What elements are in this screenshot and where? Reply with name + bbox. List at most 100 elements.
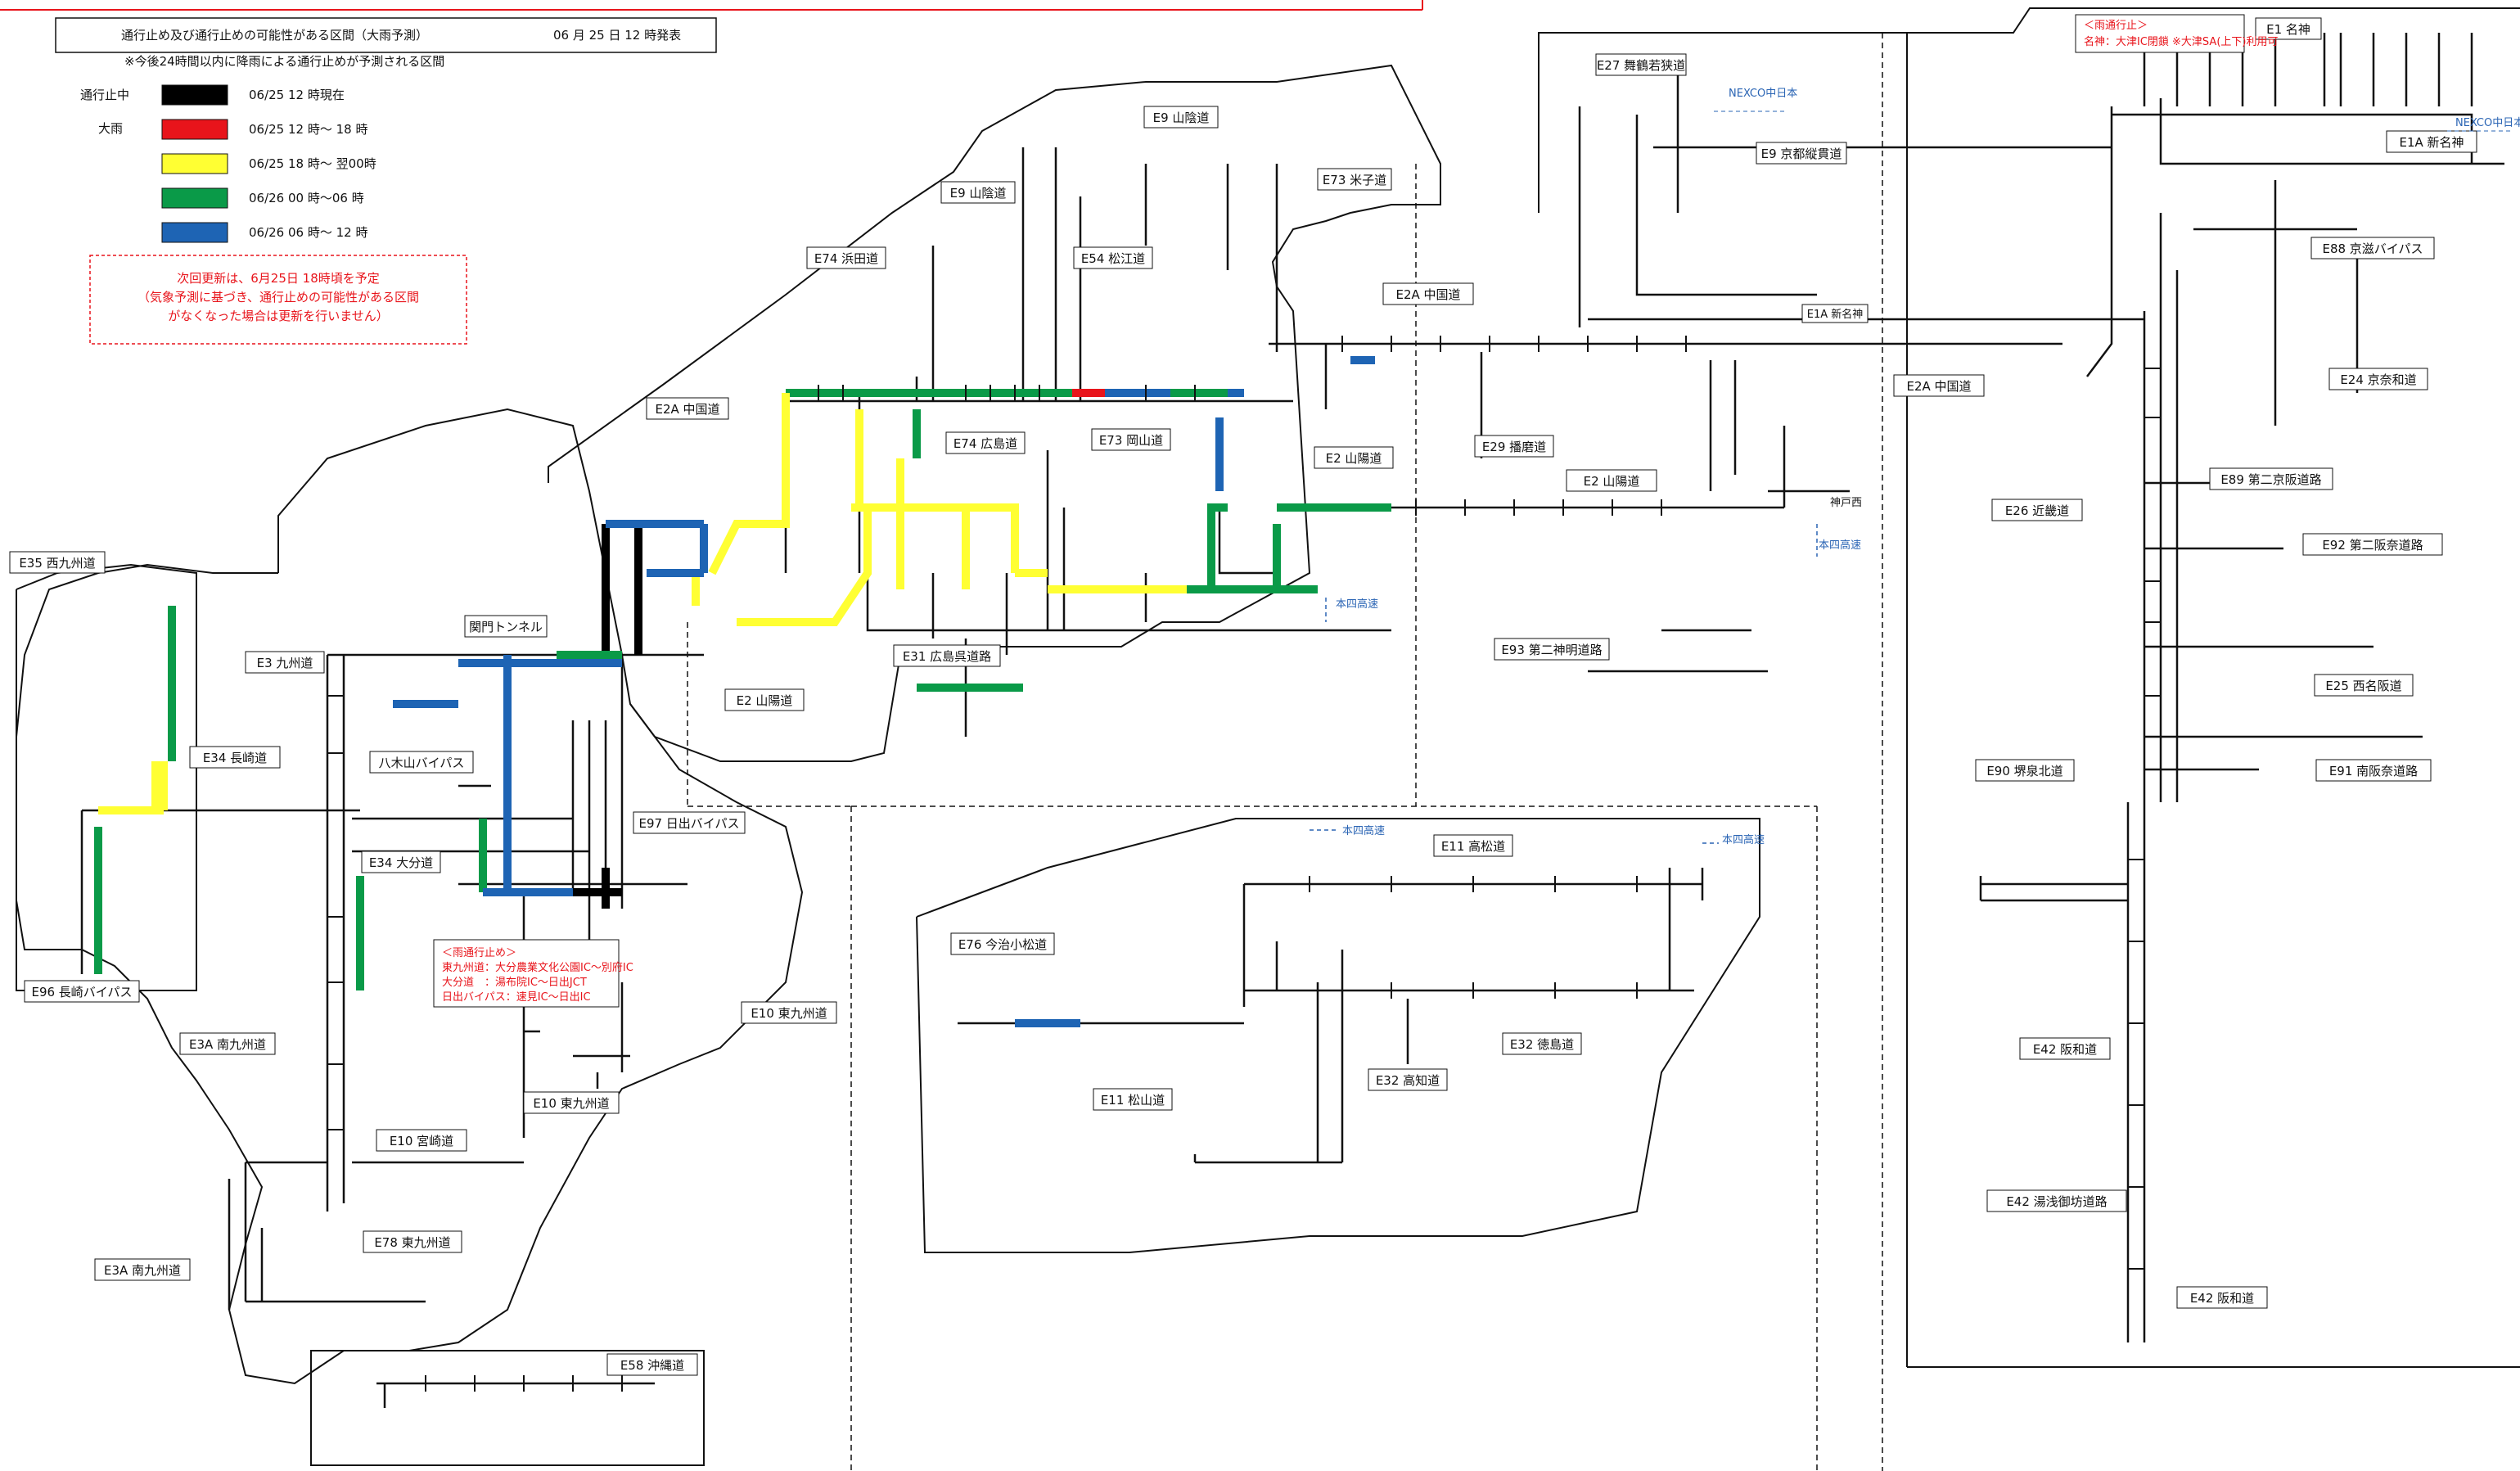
svg-text:E10 東九州道: E10 東九州道 bbox=[751, 1006, 827, 1021]
nexco-borders bbox=[687, 33, 1883, 1471]
rain-segments bbox=[94, 356, 1391, 1027]
svg-text:E3 九州道: E3 九州道 bbox=[257, 656, 313, 670]
route-label: E2 山陽道 bbox=[724, 688, 805, 711]
svg-text:E89 第二京阪道路: E89 第二京阪道路 bbox=[2220, 472, 2321, 487]
legend-item-text: 06/25 18 時～ 翌00時 bbox=[249, 156, 376, 171]
kyushu-closure-notice bbox=[433, 939, 620, 1008]
route-label: E26 近畿道 bbox=[1991, 499, 2083, 521]
page-title: 通行止め及び通行止めの可能性がある区間（大雨予測） bbox=[121, 28, 428, 43]
route-label: E10 東九州道 bbox=[741, 1001, 837, 1024]
svg-text:E24 京奈和道: E24 京奈和道 bbox=[2340, 372, 2416, 387]
legend-item-text: 06/25 12 時～ 18 時 bbox=[249, 122, 367, 137]
kyushu-notice-line: 日出バイパス：速見IC～日出IC bbox=[442, 991, 591, 1004]
svg-text:E42 阪和道: E42 阪和道 bbox=[2033, 1042, 2097, 1057]
svg-text:E34 大分道: E34 大分道 bbox=[369, 855, 433, 870]
route-label: E74 広島道 bbox=[945, 431, 1026, 454]
svg-text:E32 徳島道: E32 徳島道 bbox=[1510, 1037, 1574, 1052]
route-label: E88 京滋バイパス bbox=[2310, 237, 2435, 259]
route-label: E1A 新名神 bbox=[1801, 304, 1869, 323]
next-update-line: （気象予測に基づき、通行止めの可能性がある区間 bbox=[137, 290, 419, 305]
route-label: E25 西名阪道 bbox=[2314, 674, 2414, 697]
route-label: E10 東九州道 bbox=[523, 1091, 620, 1114]
svg-text:E97 日出バイパス: E97 日出バイパス bbox=[638, 816, 739, 831]
svg-text:E11 高松道: E11 高松道 bbox=[1441, 839, 1505, 854]
route-label: E42 阪和道 bbox=[2176, 1286, 2268, 1309]
svg-text:E31 広島呉道路: E31 広島呉道路 bbox=[903, 649, 991, 664]
svg-text:E2 山陽道: E2 山陽道 bbox=[737, 693, 793, 708]
legend-swatch-closed bbox=[161, 84, 228, 106]
route-label: E3 九州道 bbox=[245, 651, 325, 674]
legend-swatch-green bbox=[161, 187, 228, 209]
svg-text:E76 今治小松道: E76 今治小松道 bbox=[958, 937, 1047, 952]
kyushu-notice-line: 大分道 ：湯布院IC～日出JCT bbox=[442, 977, 587, 989]
svg-text:E54 松江道: E54 松江道 bbox=[1081, 251, 1145, 266]
svg-text:E74 広島道: E74 広島道 bbox=[953, 436, 1017, 451]
svg-text:E2 山陽道: E2 山陽道 bbox=[1584, 474, 1640, 489]
svg-text:E2A 中国道: E2A 中国道 bbox=[655, 402, 719, 417]
kobe-nishi-label: 神戸西 bbox=[1830, 497, 1862, 509]
legend-swatch-blue bbox=[161, 222, 228, 243]
svg-text:E34 長崎道: E34 長崎道 bbox=[203, 751, 267, 765]
legend-item-text: 06/26 06 時～ 12 時 bbox=[249, 225, 367, 240]
honshi-label: 本四高速 bbox=[1819, 539, 1861, 552]
legend: 通行止中 大雨 06/25 12 時現在 06/25 12 時～ 18 時 06… bbox=[80, 84, 376, 243]
svg-text:E96 長崎バイパス: E96 長崎バイパス bbox=[31, 985, 132, 999]
honshi-label: 本四高速 bbox=[1342, 824, 1385, 837]
route-label: E74 浜田道 bbox=[806, 246, 886, 269]
legend-swatch-red bbox=[161, 119, 228, 140]
svg-text:E42 湯浅御坊道路: E42 湯浅御坊道路 bbox=[2006, 1194, 2107, 1209]
route-label: E2 山陽道 bbox=[1314, 446, 1394, 469]
interchange-ticks bbox=[327, 336, 2161, 1392]
legend-closed-label: 通行止中 bbox=[80, 88, 129, 102]
route-label: E1A 新名神 bbox=[2386, 130, 2477, 153]
route-label: E34 長崎道 bbox=[189, 746, 281, 769]
route-label: E76 今治小松道 bbox=[950, 932, 1055, 955]
svg-text:八木山バイパス: 八木山バイパス bbox=[379, 756, 465, 770]
route-label: E89 第二京阪道路 bbox=[2209, 467, 2333, 490]
route-label: E58 沖縄道 bbox=[606, 1353, 698, 1376]
route-label: 関門トンネル bbox=[464, 615, 548, 638]
route-label: E92 第二阪奈道路 bbox=[2302, 533, 2443, 556]
next-update-line: 次回更新は、6月25日 18時頃を予定 bbox=[177, 271, 380, 286]
kyushu-notice-line: 東九州道：大分農業文化公園IC～別府IC bbox=[442, 961, 633, 974]
svg-text:E2A 中国道: E2A 中国道 bbox=[1395, 287, 1460, 302]
title-box bbox=[55, 17, 717, 53]
route-label: E3A 南九州道 bbox=[179, 1032, 276, 1055]
svg-text:E26 近畿道: E26 近畿道 bbox=[2005, 503, 2069, 518]
svg-text:E10 東九州道: E10 東九州道 bbox=[533, 1096, 609, 1111]
segment-yellow bbox=[708, 393, 790, 575]
svg-text:関門トンネル: 関門トンネル bbox=[469, 620, 543, 634]
svg-text:E92 第二阪奈道路: E92 第二阪奈道路 bbox=[2322, 538, 2423, 553]
svg-text:E2A 中国道: E2A 中国道 bbox=[1906, 379, 1971, 394]
honshi-arrows bbox=[1310, 524, 1818, 844]
route-label: E9 山陰道 bbox=[940, 181, 1016, 204]
route-label: E31 広島呉道路 bbox=[893, 644, 1001, 667]
svg-text:E58 沖縄道: E58 沖縄道 bbox=[620, 1358, 684, 1373]
route-label: E54 松江道 bbox=[1073, 246, 1153, 269]
route-label: E73 米子道 bbox=[1317, 168, 1392, 191]
route-label: E2A 中国道 bbox=[1382, 282, 1474, 305]
svg-text:E9 山陰道: E9 山陰道 bbox=[950, 186, 1007, 201]
route-label: E2A 中国道 bbox=[1893, 374, 1985, 397]
legend-rain-label: 大雨 bbox=[98, 121, 123, 136]
svg-text:E27 舞鶴若狭道: E27 舞鶴若狭道 bbox=[1597, 58, 1685, 73]
route-label: E78 東九州道 bbox=[363, 1230, 462, 1253]
route-label: E34 大分道 bbox=[361, 851, 441, 873]
forecast-note: ※今後24時間以内に降雨による通行止めが予測される区間 bbox=[124, 54, 444, 69]
route-label: E2A 中国道 bbox=[646, 397, 729, 420]
meishin-closure-notice bbox=[2075, 14, 2245, 53]
route-label: E10 宮崎道 bbox=[376, 1129, 467, 1152]
route-label: 八木山バイパス bbox=[369, 751, 474, 774]
legend-swatch-yellow bbox=[161, 153, 228, 174]
route-label: E9 山陰道 bbox=[1143, 106, 1219, 129]
honshi-label: 本四高速 bbox=[1722, 833, 1765, 846]
svg-text:E73 岡山道: E73 岡山道 bbox=[1099, 433, 1163, 448]
svg-text:E11 松山道: E11 松山道 bbox=[1101, 1093, 1165, 1108]
svg-text:E88 京滋バイパス: E88 京滋バイパス bbox=[2322, 241, 2423, 256]
segment-yellow bbox=[851, 503, 1019, 573]
route-label: E90 堺泉北道 bbox=[1975, 759, 2075, 782]
svg-text:E9 京都縦貫道: E9 京都縦貫道 bbox=[1761, 147, 1842, 161]
route-label: E1 名神 bbox=[2255, 17, 2322, 40]
route-label: E42 阪和道 bbox=[2019, 1037, 2111, 1060]
